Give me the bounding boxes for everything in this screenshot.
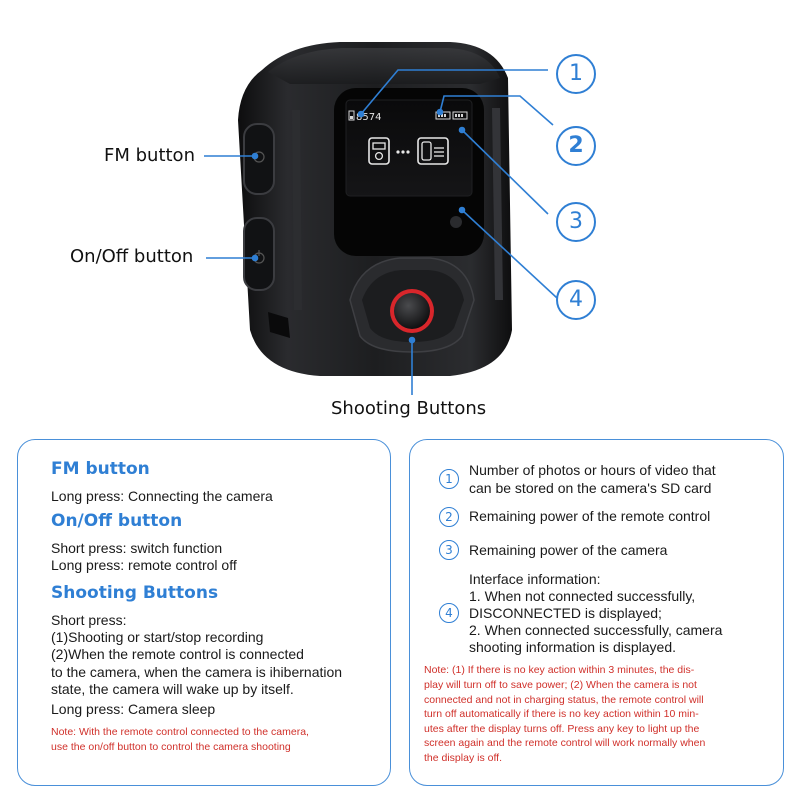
remote-control-device: 8574 xyxy=(204,42,558,395)
device-top-edge xyxy=(268,48,500,84)
item-4-line: 1. When not connected successfully, xyxy=(469,588,696,604)
item-4-line: DISCONNECTED is displayed; xyxy=(469,605,662,621)
camera-icon xyxy=(368,137,390,165)
item-1-line: Number of photos or hours of video that xyxy=(469,462,716,478)
onoff-button-callout: On/Off button xyxy=(70,246,194,267)
shoot-line: state, the camera will wake up by itself… xyxy=(51,681,294,697)
shoot-long-desc: Long press: Camera sleep xyxy=(51,701,216,717)
photo-count: 8574 xyxy=(356,112,381,123)
right-note-line: utes after the display turns off. Press … xyxy=(424,723,700,735)
callout-number-1: 1 xyxy=(556,54,596,94)
shooting-buttons-callout: Shooting Buttons xyxy=(331,398,487,419)
link-dots-icon xyxy=(396,150,410,154)
callout-number-2: 2 xyxy=(556,126,596,166)
shooting-buttons-title: Shooting Buttons xyxy=(51,583,219,603)
action-camera-icon xyxy=(417,137,449,165)
item-1-line: can be stored on the camera's SD card xyxy=(469,480,712,496)
right-note-line: turn off automatically if there is no ke… xyxy=(424,708,699,720)
right-note-line: screen again and the remote control will… xyxy=(424,737,706,749)
item-4-line: shooting information is displayed. xyxy=(469,639,677,655)
fm-button-desc: Long press: Connecting the camera xyxy=(51,488,273,504)
callout-number-3: 3 xyxy=(556,202,596,242)
left-note-line: use the on/off button to control the cam… xyxy=(51,741,291,753)
item-2-line: Remaining power of the remote control xyxy=(469,508,711,524)
fm-button-title: FM button xyxy=(51,459,150,479)
sensor-icon xyxy=(450,216,462,228)
callout-number-4: 4 xyxy=(556,280,596,320)
item-number-4: 4 xyxy=(439,603,459,623)
shoot-line: (2)When the remote control is connected xyxy=(51,646,304,662)
shoot-line: (1)Shooting or start/stop recording xyxy=(51,629,264,645)
product-illustration: 8574 xyxy=(70,42,596,419)
item-number-3: 3 xyxy=(439,540,459,560)
onoff-long-desc: Long press: remote control off xyxy=(51,557,237,573)
shoot-line: Short press: xyxy=(51,612,127,628)
right-note-line: play will turn off to save power; (2) Wh… xyxy=(424,679,697,691)
right-note-line: connected and not in charging status, th… xyxy=(424,694,704,706)
shutter-button xyxy=(394,293,430,329)
right-note-line: the display is off. xyxy=(424,752,503,764)
fm-button-callout: FM button xyxy=(104,145,195,166)
battery-icon xyxy=(348,110,355,121)
item-3-line: Remaining power of the camera xyxy=(469,542,668,558)
screen-info-panel: 1 Number of photos or hours of video tha… xyxy=(409,439,784,786)
item-4-line: Interface information: xyxy=(469,571,601,587)
item-number-2: 2 xyxy=(439,507,459,527)
right-note-line: Note: (1) If there is no key action with… xyxy=(424,664,695,676)
onoff-button-title: On/Off button xyxy=(51,511,183,531)
shoot-line: to the camera, when the camera is ihiber… xyxy=(51,664,343,680)
left-note-line: Note: With the remote control connected … xyxy=(51,726,309,738)
screen xyxy=(345,99,473,197)
item-number-1: 1 xyxy=(439,469,459,489)
fm-button-shape xyxy=(243,123,275,195)
item-4-line: 2. When connected successfully, camera xyxy=(469,622,723,638)
onoff-short-desc: Short press: switch function xyxy=(51,540,223,556)
camera-battery-icon xyxy=(452,111,468,120)
button-functions-panel: FM button Long press: Connecting the cam… xyxy=(17,439,391,786)
